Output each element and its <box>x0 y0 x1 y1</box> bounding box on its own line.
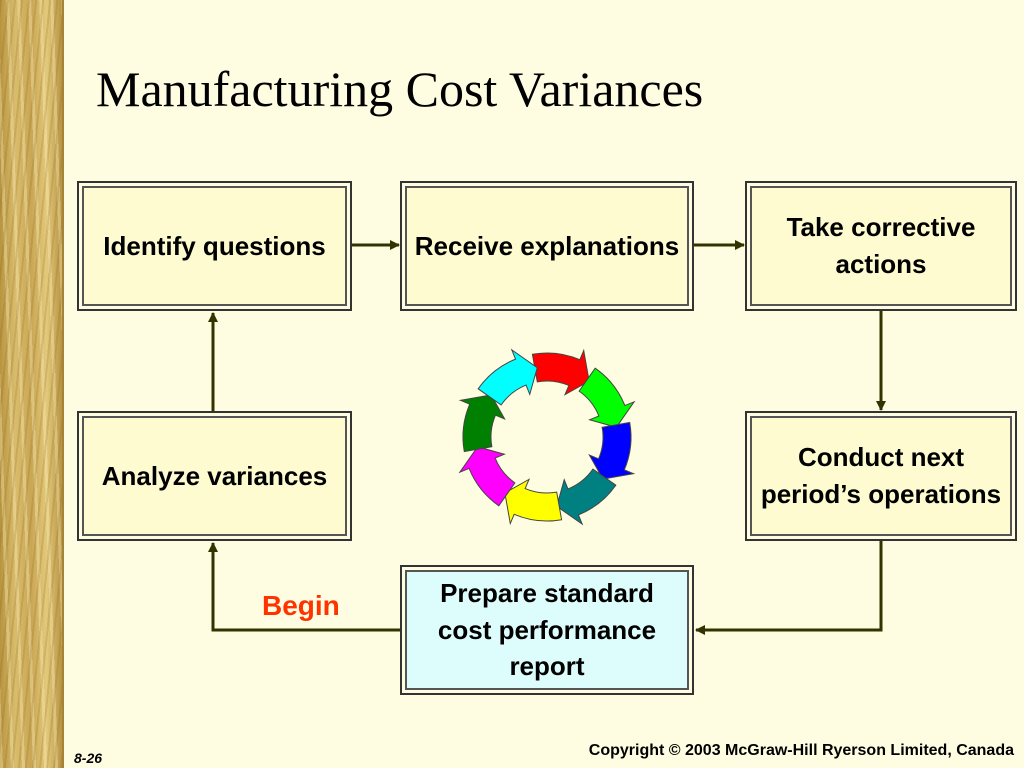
arrow-prepare-to-analyze <box>208 542 400 632</box>
take-corrective-actions-box: Take corrective actions <box>745 181 1017 311</box>
conduct-next-period-box: Conduct next period’s operations <box>745 411 1017 541</box>
identify-questions-box: Identify questions <box>77 181 352 311</box>
wood-border <box>0 0 64 768</box>
page-number: 8-26 <box>74 750 103 766</box>
cycle-arrow-segment <box>477 348 538 406</box>
copyright-notice: Copyright © 2003 McGraw-Hill Ryerson Lim… <box>588 742 1014 759</box>
cycle-arrow-segment <box>458 394 506 453</box>
page-title: Manufacturing Cost Variances <box>96 61 704 117</box>
cycle-arrow-segment <box>531 348 590 396</box>
cycle-arrow-segment <box>588 421 636 480</box>
analyze-variances-box: Analyze variances <box>77 411 352 541</box>
cycle-arrow-segment <box>504 478 563 526</box>
prepare-report-box: Prepare standard cost performance report <box>400 565 694 695</box>
receive-explanations-box: Receive explanations <box>400 181 694 311</box>
arrow-conduct-to-prepare <box>695 541 883 635</box>
begin-label: Begin <box>262 590 340 621</box>
